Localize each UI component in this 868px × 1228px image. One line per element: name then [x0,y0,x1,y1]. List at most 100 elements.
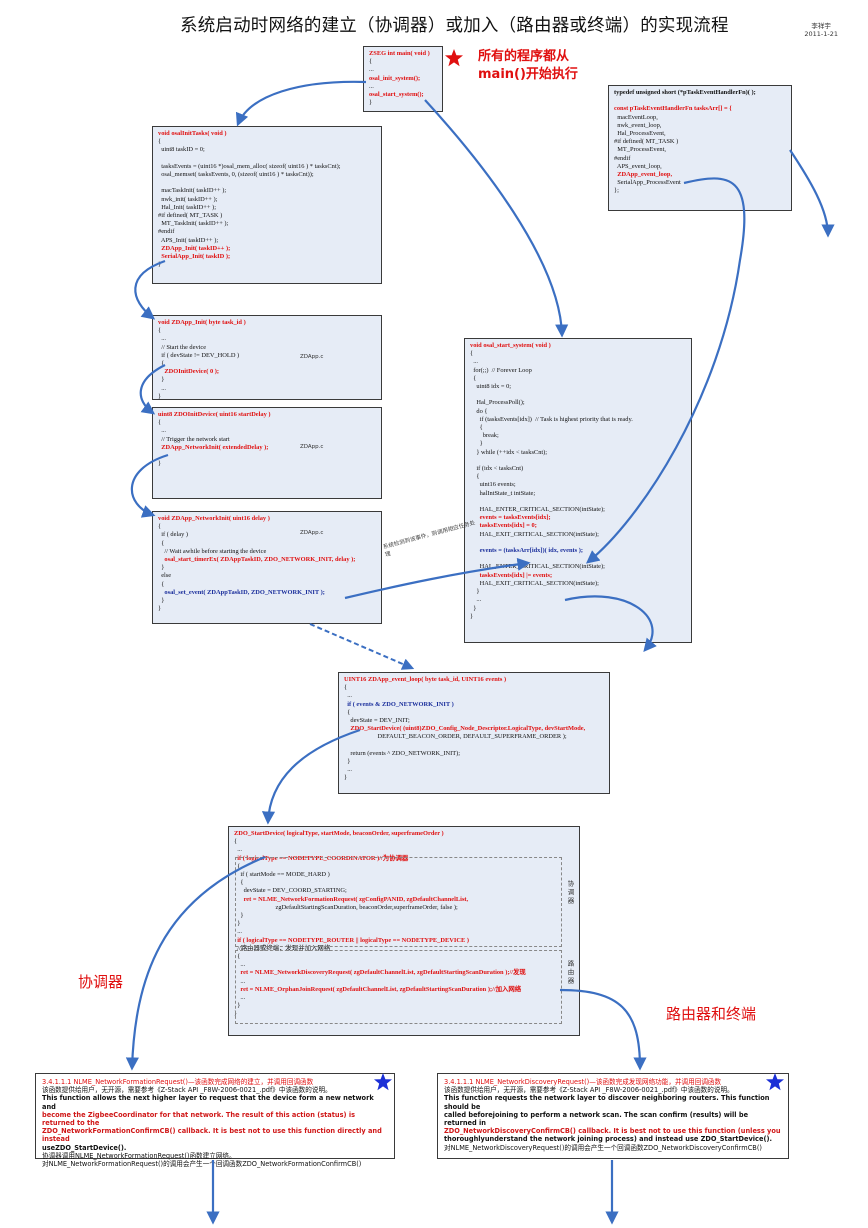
arrow-start-device-to-formation [125,855,266,1071]
arrow-network-init-to-events [344,557,531,600]
coordinator-side-label: 协调器 [566,880,574,906]
network-init-box: void ZDApp_NetworkInit( uint16 delay ){ … [152,511,382,624]
code-line: devState = DEV_INIT; [344,717,410,725]
arrow-zdo-init-to-network-init [130,453,169,518]
code-line: for(;;) // Forever Loop [470,366,532,374]
code-line: osal_memset( tasksEvents, 0, (sizeof( ui… [158,171,314,179]
code-line: ZDOInitDevice( 0 ); [158,368,220,376]
code-line: ZDApp_Init( taskID++ ); [158,244,231,252]
arrow-tasks-arr-to-start-system [585,177,746,564]
code-line: HAL_ENTER_CRITICAL_SECTION(intState); [470,506,605,514]
code-line: } [158,376,165,384]
code-line: Hal_Init( taskID++ ); [158,203,216,211]
arrow-event-loop-to-start-device [261,728,361,825]
doc-line: 3.4.1.1.1 NLME_NetworkFormationRequest()… [42,1078,314,1086]
code-line: #if defined( MT_TASK ) [158,212,223,220]
code-line: } [470,440,483,448]
blue-star-icon [374,1073,392,1091]
code-line: if (idx < tasksCnt) [470,465,524,473]
code-line: // Trigger the network start [158,435,230,443]
code-line: } [369,99,373,107]
code-line: HAL_ENTER_CRITICAL_SECTION(intState); [470,563,605,571]
main-callout-line: main()开始执行 [478,67,578,82]
code-line: ... [470,358,478,366]
code-line: nwk_event_loop, [614,121,662,129]
doc-line: called beforejoining to perform a networ… [444,1110,749,1128]
code-line: ... [158,384,166,392]
code-line: ZDO_StartDevice( logicalType, startMode,… [234,830,444,837]
code-line: } [158,261,162,269]
code-line: osal_start_timerEx( ZDAppTaskID, ZDO_NET… [158,556,356,564]
code-line: HAL_EXIT_CRITICAL_SECTION(intState); [470,579,599,587]
osal-init-tasks-box: void osalInitTasks( void ){ uint8 taskID… [152,126,382,284]
code-line: DEFAULT_BEACON_ORDER, DEFAULT_SUPERFRAME… [344,733,567,741]
doc-line: 该函数提供给用户，无开源，需要参考《Z-Stack API _F8W-2006-… [444,1086,734,1095]
code-line: macTaskInit( taskID++ ); [158,187,227,195]
red-star-icon [445,49,463,67]
code-line: ... [234,928,242,936]
code-line: { [158,327,162,335]
code-line: ... [234,977,246,985]
tasks-array-box: typedef unsigned short (*pTaskEventHandl… [608,85,792,211]
router-region [235,950,562,1024]
code-line: ... [158,427,166,435]
code-line: ret = NLME_NetworkFormationRequest( zgCo… [234,895,469,903]
code-line: } [344,758,351,766]
router-side-label: 路由器 [566,960,574,986]
code-line: SerialApp_ProcessEvent [614,179,681,187]
code-line: events = tasksEvents[idx]; [470,514,551,522]
arrow-main-to-start-system [424,99,569,338]
code-line: UINT16 ZDApp_event_loop( byte task_id, U… [344,676,507,683]
main-function-box: ZSEG int main( void ){...osal_init_syste… [363,46,443,112]
code-line: tasksEvents = (uint16 *)osal_mem_alloc( … [158,162,341,170]
code-line: if ( startMode == MODE_HARD ) [234,871,330,879]
page-title: 系统启动时网络的建立（协调器）或加入（路由器或终端）的实现流程 [180,16,729,36]
code-line: #endif [158,228,175,236]
code-line: ZDApp_NetworkInit( extendedDelay ); [158,443,269,451]
zdo-init-tag: ZDApp.c [300,444,324,450]
code-line: ... [234,846,242,854]
code-line: { [158,360,165,368]
zdapp-event-loop-box: UINT16 ZDApp_event_loop( byte task_id, U… [338,672,610,794]
osal-start-system-box: void osal_start_system( void ){ ... for(… [464,338,692,643]
code-line: { [234,838,238,846]
blue-star-icon [766,1073,784,1091]
doc-line: 对NLME_NetworkFormationRequest()的调用会产生一个回… [42,1160,362,1169]
code-line: const pTaskEventHandlerFn tasksArr[] = { [614,105,732,113]
code-line: void osalInitTasks( void ) [158,130,227,137]
doc-line: This function requests the network layer… [444,1094,770,1111]
author-name: 李祥宇 [811,22,831,30]
code-line: tasksEvents[idx] |= events; [470,571,553,579]
doc-line: 协调器调用NLME_NetworkFormationRequest()函数建立网… [42,1151,236,1160]
zdapp-init-tag: ZDApp.c [300,354,324,360]
code-line: ... [234,961,246,969]
code-line: uint8 taskID = 0; [158,146,205,154]
arrow-tasks-arr-right [789,149,835,238]
doc-line: ZDO_NetworkDiscoveryConfirmCB() callback… [444,1127,781,1136]
code-line: { [234,953,241,961]
main-callout: 所有的程序都从 main()开始执行 [478,48,578,84]
coordinator-label: 协调器 [78,973,124,991]
code-line: MT_TaskInit( taskID++ ); [158,220,229,228]
code-line: } [234,1002,241,1010]
code-line: } [234,912,244,920]
code-line: uint8 idx = 0; [470,383,512,391]
code-line: do { [470,407,488,415]
code-line: } [344,774,348,782]
code-line: { [158,419,162,427]
code-line: ZSEG int main( void ) [369,50,430,57]
arrow-main-to-init-tasks [235,80,367,127]
code-line: // Wait awhile before starting the devic… [158,547,267,555]
code-line: ZDO_StartDevice( (uint8)ZDO_Config_Node_… [344,725,586,733]
code-line: } while (++idx < tasksCnt); [470,448,548,456]
code-line: ... [369,82,374,90]
code-line: typedef unsigned short (*pTaskEventHandl… [614,89,756,96]
code-line: else [158,572,172,580]
code-line: void ZDApp_Init( byte task_id ) [158,319,246,326]
code-line: { [470,350,474,358]
code-line: osal_set_event( ZDAppTaskID, ZDO_NETWORK… [158,588,325,596]
code-line: SerialApp_Init( taskID ); [158,253,231,261]
code-line: ... [369,66,374,74]
code-line: APS_event_loop, [614,162,662,170]
code-line: osal_init_system(); [369,74,421,82]
